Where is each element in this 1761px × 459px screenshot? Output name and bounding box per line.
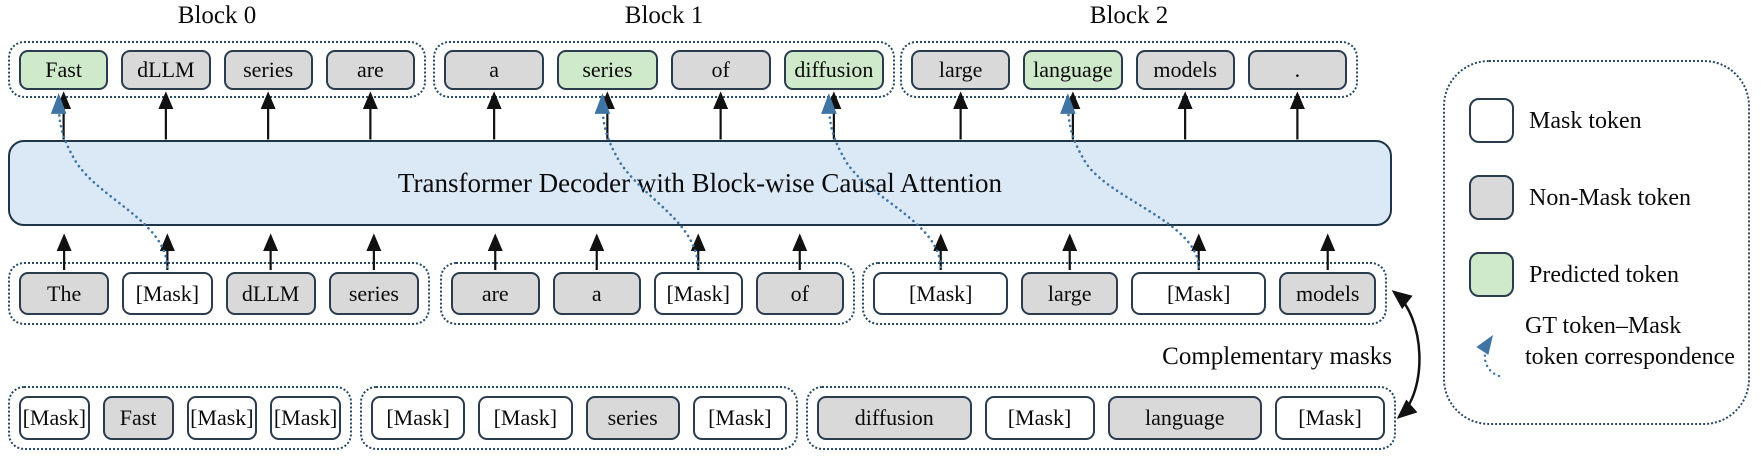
output-token-diffusion: diffusion xyxy=(783,49,884,90)
input-token-mask: [Mask] xyxy=(873,272,1009,315)
complementary-block-2: diffusion [Mask] language [Mask] xyxy=(806,386,1396,450)
complementary-swap-arrow xyxy=(1391,290,1421,419)
input-token-series: series xyxy=(328,272,419,315)
output-token-of: of xyxy=(670,49,771,90)
legend-predicted-label: Predicted token xyxy=(1529,262,1679,288)
input-token-mask: [Mask] xyxy=(654,272,743,315)
complementary-token-mask: [Mask] xyxy=(1275,396,1385,440)
input-token-large: large xyxy=(1021,272,1118,315)
transformer-decoder-box: Transformer Decoder with Block-wise Caus… xyxy=(8,140,1392,226)
legend-mask-swatch xyxy=(1469,98,1514,143)
complementary-token-mask: [Mask] xyxy=(371,396,466,440)
complementary-token-series: series xyxy=(585,396,680,440)
legend-box: Mask token Non-Mask token Predicted toke… xyxy=(1443,60,1750,425)
output-token-large: large xyxy=(911,49,1011,90)
complementary-token-mask: [Mask] xyxy=(984,396,1095,440)
complementary-token-language: language xyxy=(1107,396,1263,440)
block-1-label: Block 1 xyxy=(624,2,704,29)
output-token-a: a xyxy=(444,49,545,90)
output-token-models: models xyxy=(1135,49,1235,90)
input-token-are: are xyxy=(451,272,540,315)
input-block-2: [Mask] large [Mask] models xyxy=(862,262,1387,325)
input-token-mask: [Mask] xyxy=(1131,272,1267,315)
complementary-block-1: [Mask] [Mask] series [Mask] xyxy=(360,386,798,450)
input-token-a: a xyxy=(552,272,641,315)
complementary-token-diffusion: diffusion xyxy=(817,396,972,440)
transformer-decoder-label: Transformer Decoder with Block-wise Caus… xyxy=(397,167,1003,198)
complementary-token-mask: [Mask] xyxy=(19,396,90,440)
input-block-0: The [Mask] dLLM series xyxy=(8,262,430,325)
complementary-masks-label: Complementary masks xyxy=(1162,343,1392,370)
output-token-dllm: dLLM xyxy=(121,49,211,90)
output-token-fast: Fast xyxy=(19,49,109,90)
complementary-token-mask: [Mask] xyxy=(692,396,787,440)
output-token-series: series xyxy=(557,49,658,90)
output-block-0: Fast dLLM series are xyxy=(8,41,426,98)
complementary-block-0: [Mask] Fast [Mask] [Mask] xyxy=(8,386,352,450)
input-token-of: of xyxy=(755,272,844,315)
block-2-label: Block 2 xyxy=(1089,2,1169,29)
correspondence-arrow-icon xyxy=(1476,335,1501,378)
complementary-token-mask: [Mask] xyxy=(478,396,573,440)
input-token-models: models xyxy=(1279,272,1376,315)
legend-non-mask-label: Non-Mask token xyxy=(1529,185,1691,211)
legend-predicted-swatch xyxy=(1469,252,1514,297)
output-token-language: language xyxy=(1023,49,1123,90)
complementary-token-mask: [Mask] xyxy=(186,396,258,440)
input-token-dllm: dLLM xyxy=(225,272,316,315)
complementary-token-fast: Fast xyxy=(102,396,174,440)
output-token-period: . xyxy=(1247,49,1347,90)
legend-mask-label: Mask token xyxy=(1529,108,1642,134)
legend-correspondence-label: GT token–Mask token correspondence xyxy=(1525,313,1735,370)
input-token-mask: [Mask] xyxy=(122,272,213,315)
block-0-label: Block 0 xyxy=(177,2,257,29)
input-token-the: The xyxy=(19,272,110,315)
output-token-series: series xyxy=(223,49,313,90)
output-block-2: large language models. xyxy=(900,41,1358,98)
legend-non-mask-swatch xyxy=(1469,175,1514,220)
output-token-are: are xyxy=(325,49,415,90)
complementary-token-mask: [Mask] xyxy=(270,396,341,440)
